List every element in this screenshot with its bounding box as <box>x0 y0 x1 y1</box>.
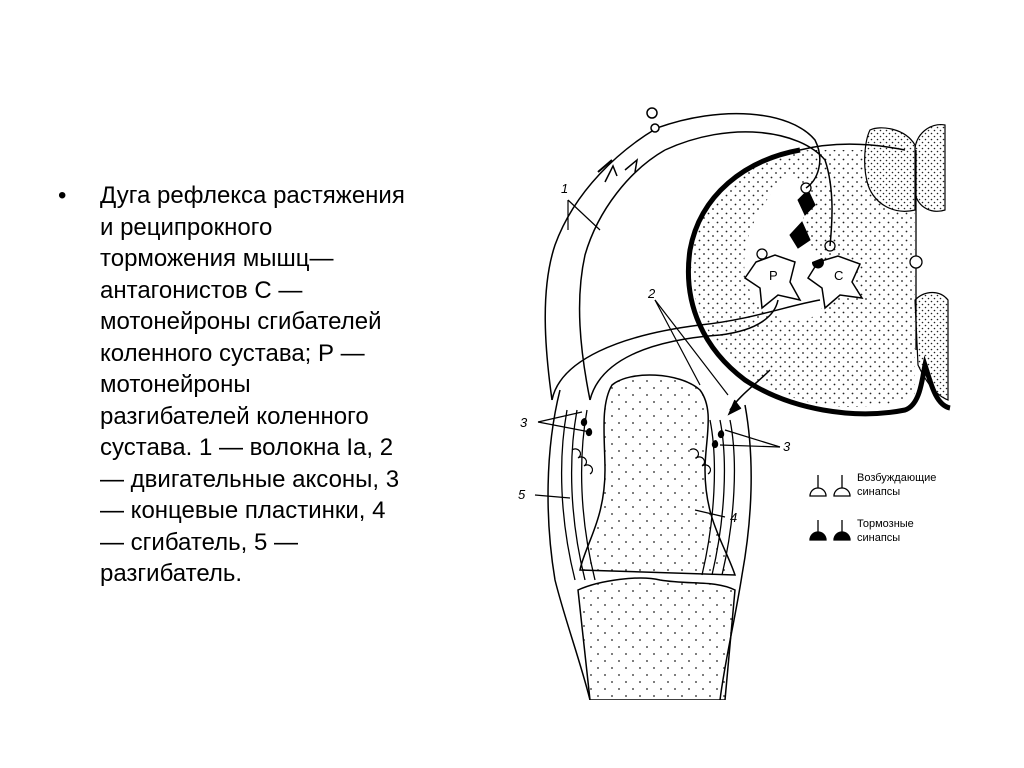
bullet-line: мотонейроны сгибателей <box>100 308 382 335</box>
label-3-right: 3 <box>783 439 791 454</box>
central-synapses <box>756 182 836 269</box>
label-2: 2 <box>647 286 656 301</box>
grey-matter-right <box>914 123 946 212</box>
bullet-line: мотонейроны <box>100 371 251 398</box>
reflex-arc-diagram: P C <box>518 107 951 700</box>
bullet-line: антагонистов С — <box>100 276 303 304</box>
inhibitory-synapse-icon <box>809 520 851 541</box>
bullet-line: сустава. 1 — волокна Ia, 2 <box>100 434 394 461</box>
bullet-line: — сгибатель, 5 — <box>100 528 298 556</box>
bullet-marker: • <box>58 182 67 209</box>
inhibitory-synapse <box>811 258 824 269</box>
bullet-line: — двигательные аксоны, 3 <box>100 465 400 493</box>
muscles <box>560 409 736 581</box>
knee-joint <box>547 374 752 700</box>
excitatory-synapse <box>756 248 768 260</box>
motoneurons: P C <box>743 254 864 310</box>
cord-top-outline <box>799 143 906 151</box>
femur <box>579 374 737 576</box>
bullet-line: разгибателей коленного <box>100 402 369 430</box>
bullet-line: разгибатель. <box>100 560 243 587</box>
bullet-line: торможения мышц— <box>100 245 334 272</box>
dorsal-horn <box>864 127 916 212</box>
cord-outline <box>685 147 951 417</box>
legend: Возбуждающие синапсы Тормозные синапсы <box>809 472 936 544</box>
label-3-left: 3 <box>520 415 528 430</box>
legend-excitatory-line1: Возбуждающие <box>857 472 936 484</box>
legend-inhibitory-line2: синапсы <box>857 532 900 544</box>
afferent-fibers <box>544 107 833 401</box>
excitatory-synapse-icon <box>809 475 851 497</box>
label-4: 4 <box>730 510 737 525</box>
legend-excitatory-line2: синапсы <box>857 486 900 498</box>
tibia <box>577 577 736 700</box>
bullet-item: • Дуга рефлекса растяжения и реципрокног… <box>58 180 478 590</box>
bullet-line: — концевые пластинки, 4 <box>100 497 386 524</box>
leader-lines <box>534 199 781 518</box>
central-canal <box>909 255 923 269</box>
motoneuron-p <box>743 254 802 310</box>
number-labels: 1 2 3 3 4 5 <box>518 181 791 525</box>
label-5: 5 <box>518 487 526 502</box>
neuron-c-label: C <box>834 268 843 283</box>
bullet-line: Дуга рефлекса растяжения <box>100 182 405 209</box>
limb-outline <box>547 389 752 700</box>
motor-axons <box>727 369 771 416</box>
neuron-p-label: P <box>769 268 778 283</box>
legend-inhibitory-line1: Тормозные <box>857 518 914 530</box>
bullet-line: и реципрокного <box>100 213 273 241</box>
label-1: 1 <box>561 181 568 196</box>
bullet-line: коленного сустава; Р — <box>100 339 365 367</box>
motoneuron-c <box>806 255 864 310</box>
bullet-text: Дуга рефлекса растяжения и реципрокного … <box>100 180 478 590</box>
